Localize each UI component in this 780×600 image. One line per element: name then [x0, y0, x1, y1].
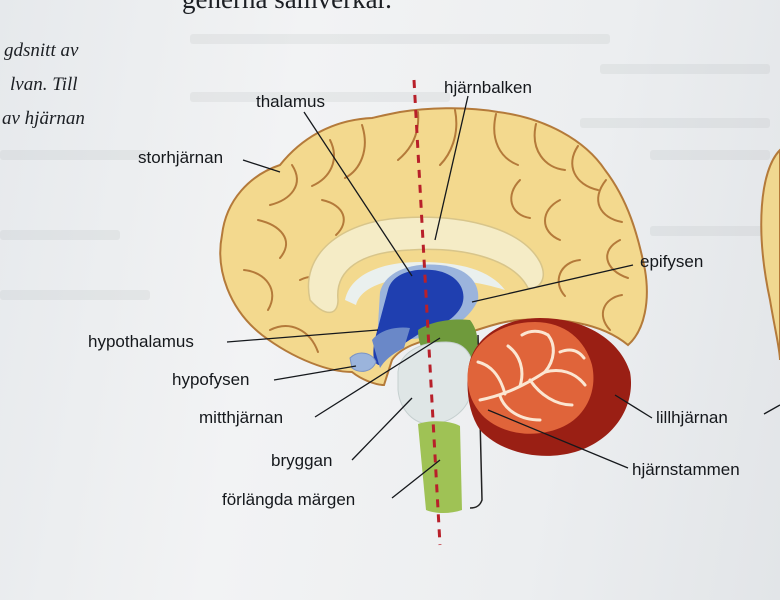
label-forlangda-margen: förlängda märgen [222, 490, 356, 509]
leader-thalamus [303, 111, 413, 277]
cerebellum-light-shape [467, 322, 594, 434]
fornix-shape [345, 262, 505, 305]
brainstem-bracket [469, 334, 483, 509]
label-epifysen: epifysen [640, 252, 704, 271]
show-through-text [0, 150, 150, 160]
show-through-text [650, 150, 770, 160]
leader-lillhjarnan [614, 394, 653, 419]
leader-bryggan [351, 397, 413, 461]
leader-hjarnstammen [487, 409, 629, 469]
show-through-text [650, 226, 770, 236]
pituitary-shape [349, 352, 377, 372]
leader-mitthjarnan [314, 337, 441, 418]
arbor-vitae [476, 329, 587, 422]
caption-line-2: lvan. Till [10, 74, 78, 95]
show-through-text [0, 230, 120, 240]
caption-line-3: av hjärnan [2, 108, 85, 129]
label-hypofysen: hypofysen [172, 370, 250, 389]
show-through-text [190, 92, 450, 102]
show-through-text [0, 290, 150, 300]
show-through-text [600, 64, 770, 74]
midline-dashed [412, 79, 442, 546]
label-thalamus: thalamus [256, 92, 325, 111]
leader-storhjarnan [242, 159, 281, 173]
label-mitthjarnan: mitthjärnan [199, 408, 284, 427]
leader-hjarnbalken [434, 95, 469, 241]
hypothalamus-shape [372, 327, 410, 368]
label-hjarnbalken: hjärnbalken [444, 78, 532, 97]
label-hjarnstammen: hjärnstammen [632, 460, 740, 479]
leader-hypofysen [273, 365, 357, 381]
pons-shape [397, 341, 475, 425]
caption-line-1: gdsnitt av [4, 40, 79, 61]
leader-forlangda-margen [391, 459, 441, 499]
gyri-folds [243, 109, 629, 353]
leader-lines [226, 95, 780, 499]
page-heading: generna samverkar. [182, 0, 392, 15]
label-storhjarnan: storhjärnan [138, 148, 224, 167]
medulla-shape [418, 421, 462, 513]
label-lillhjarnan: lillhjärnan [656, 408, 728, 427]
leader-hypothalamus [226, 329, 379, 343]
show-through-text [190, 34, 610, 44]
leader-neighbour [763, 404, 780, 415]
leader-epifysen [471, 264, 634, 303]
show-through-text [580, 118, 770, 128]
label-hypothalamus: hypothalamus [88, 332, 194, 351]
neighbour-figure [760, 148, 780, 361]
label-bryggan: bryggan [271, 451, 333, 470]
